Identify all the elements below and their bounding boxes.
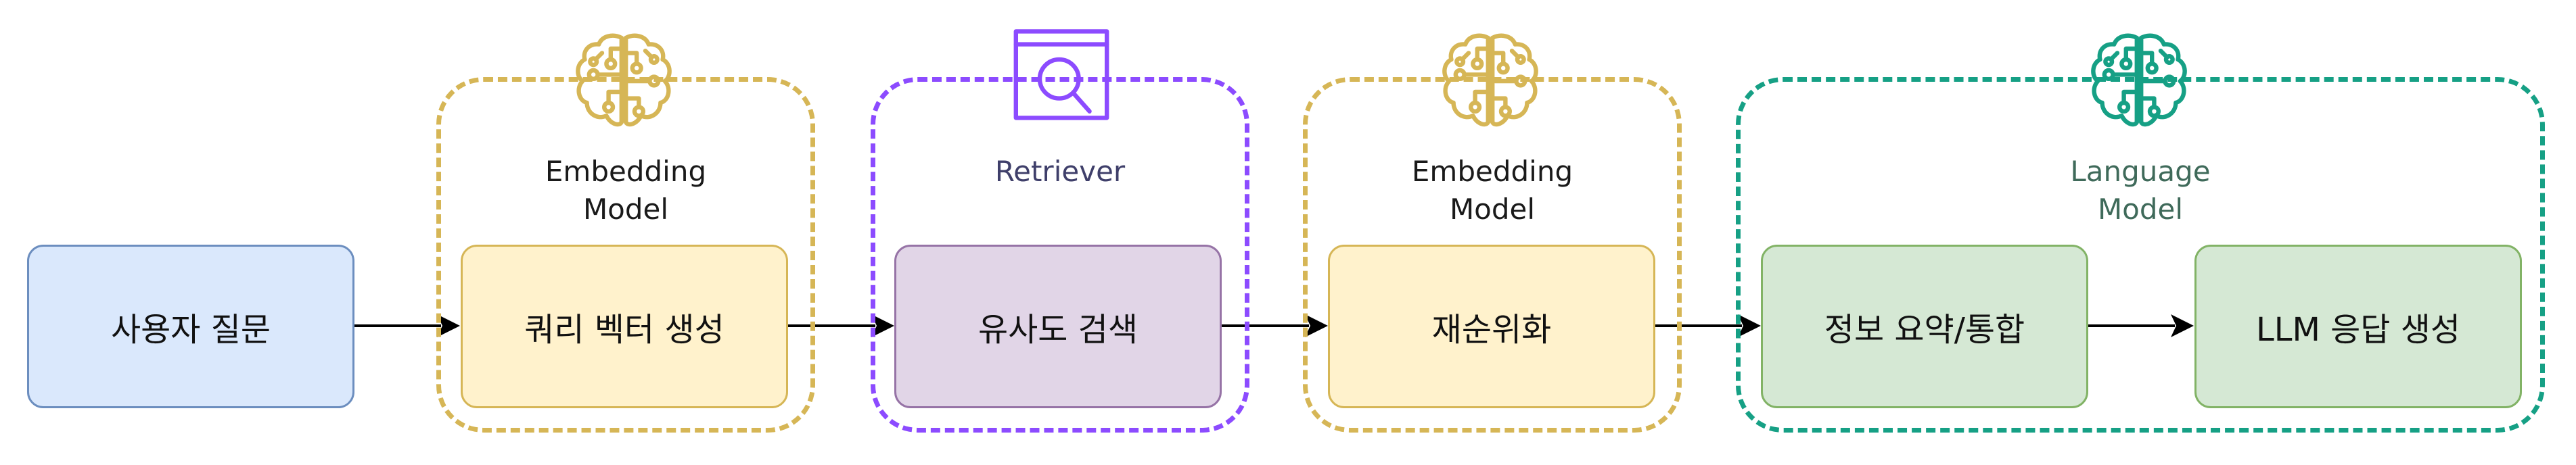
group-label-language-model: Language Model xyxy=(2070,155,2211,226)
edge-rerank-to-summarize xyxy=(1653,314,1761,337)
edge-vector-to-search xyxy=(787,314,894,337)
group-label-retriever: Retriever xyxy=(994,155,1126,188)
group-label-embedding-model-1: Embedding Model xyxy=(545,155,707,226)
node-user-question: 사용자 질문 xyxy=(27,245,354,408)
edge-search-to-rerank xyxy=(1220,314,1328,337)
node-similarity-search: 유사도 검색 xyxy=(894,245,1222,408)
node-query-vector: 쿼리 벡터 생성 xyxy=(461,245,788,408)
group-label-embedding-model-2: Embedding Model xyxy=(1411,155,1573,226)
edge-query-to-vector xyxy=(352,314,460,337)
node-rerank: 재순위화 xyxy=(1328,245,1655,408)
brain-circuit-icon xyxy=(1442,33,1538,127)
edge-summarize-to-answer xyxy=(2086,314,2194,337)
node-llm-answer: LLM 응답 생성 xyxy=(2194,245,2522,408)
group-retriever xyxy=(871,77,1249,433)
brain-circuit-icon xyxy=(2091,33,2187,127)
node-summarize: 정보 요약/통합 xyxy=(1761,245,2088,408)
brain-circuit-icon xyxy=(576,33,672,127)
search-document-icon xyxy=(1013,29,1109,120)
